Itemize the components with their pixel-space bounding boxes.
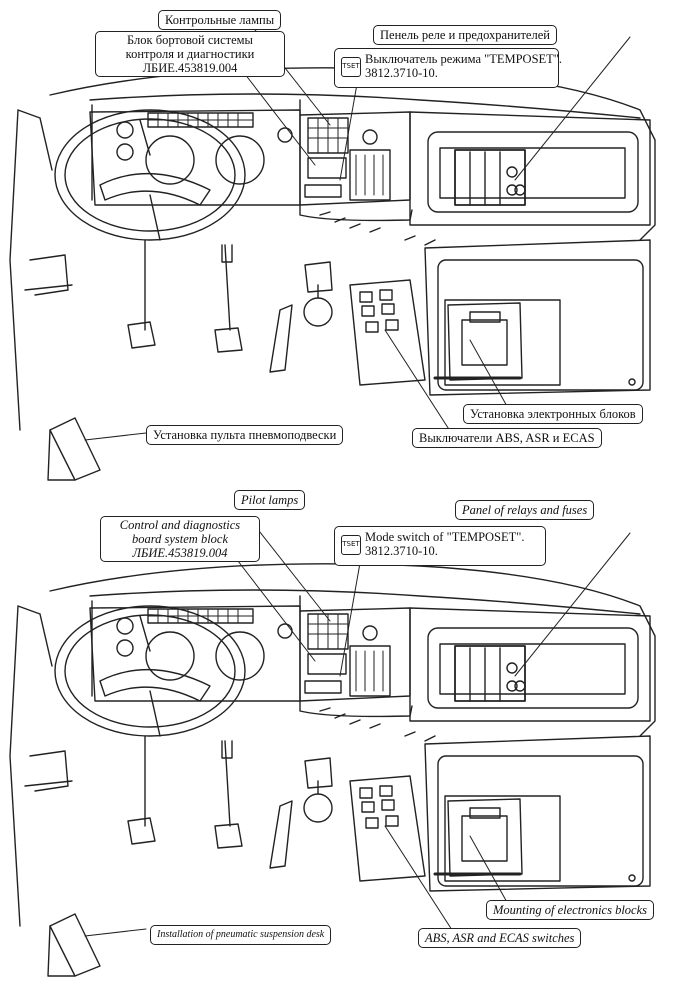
label-pneumatic-desk: Installation of pneumatic suspension des…	[150, 925, 332, 945]
label-relay-panel: Пенель реле и предохранителей	[373, 25, 557, 45]
label-abs-switches: Выключатели ABS, ASR и ECAS	[412, 428, 602, 448]
label-pneumatic-desk: Установка пульта пневмоподвески	[146, 425, 344, 445]
label-control-block: Блок бортовой системы контроля и диагнос…	[95, 31, 285, 77]
label-control-block-line1: Блок бортовой системы	[127, 33, 253, 47]
label-relay-panel: Panel of relays and fuses	[455, 500, 595, 520]
dashboard-diagram-en: Pilot lamps Control and diagnostics boar…	[0, 490, 700, 992]
label-abs-switches: ABS, ASR and ECAS switches	[418, 928, 582, 948]
label-mode-switch-line1: Выключатель режима "TEMPOSET".	[365, 52, 563, 66]
label-mode-switch-line2: 3812.3710-10.	[365, 544, 438, 558]
label-control-block-line1: Control and diagnostics	[119, 518, 241, 532]
dashboard-diagram-ru: Контрольные лампы Блок бортовой системы …	[8, 10, 657, 482]
label-pilot-lamps: Контрольные лампы	[158, 10, 282, 30]
label-mode-switch-line2: 3812.3710-10.	[365, 66, 438, 80]
label-control-block-line3: ЛБИЕ.453819.004	[132, 546, 228, 560]
temposet-switch-icon: TSET	[341, 535, 361, 555]
label-control-block-line2: контроля и диагностики	[125, 47, 255, 61]
label-pilot-lamps: Pilot lamps	[234, 490, 306, 510]
label-control-block: Control and diagnostics board system blo…	[100, 516, 260, 562]
label-mode-switch-line1: Mode switch of "TEMPOSET".	[365, 530, 525, 544]
label-control-block-line2: board system block	[131, 532, 229, 546]
label-control-block-line3: ЛБИЕ.453819.004	[142, 61, 238, 75]
label-mode-switch: TSET Выключатель режима "TEMPOSET". 3812…	[334, 48, 563, 88]
label-electronics-blocks: Установка электронных блоков	[463, 404, 643, 424]
temposet-switch-icon: TSET	[341, 57, 361, 77]
label-mode-switch: TSET Mode switch of "TEMPOSET". 3812.371…	[334, 526, 546, 566]
label-electronics-blocks: Mounting of electronics blocks	[486, 900, 655, 920]
